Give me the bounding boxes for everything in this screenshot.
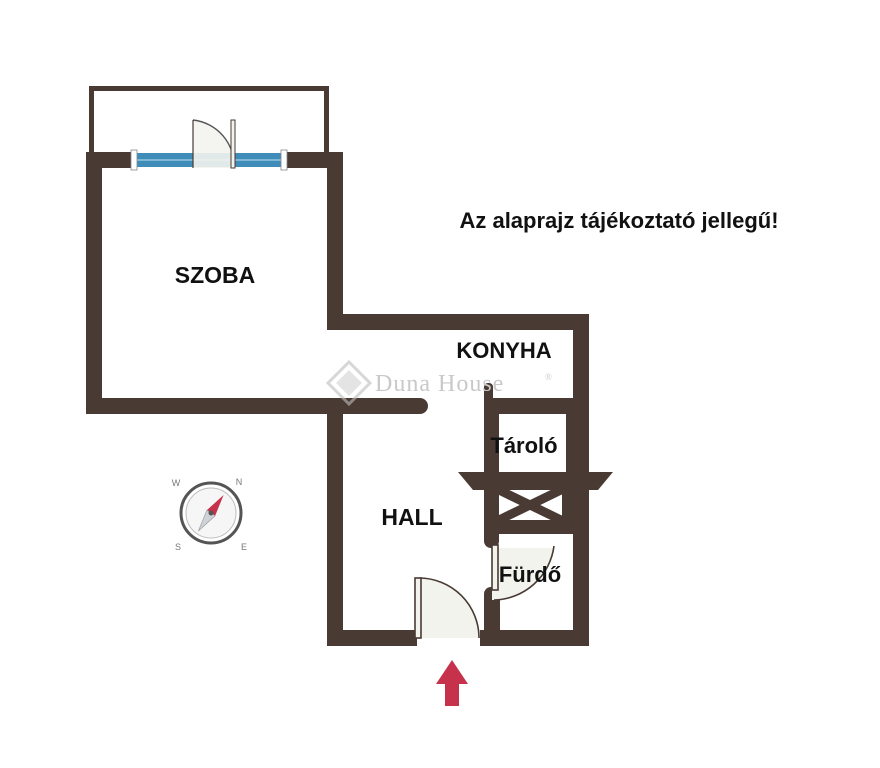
entrance-door	[414, 577, 480, 639]
compass-w-label: W	[172, 478, 181, 488]
balcony	[89, 86, 329, 157]
watermark-registered: ®	[545, 372, 553, 382]
compass-n-label: N	[236, 477, 243, 487]
storage-cabinet	[458, 472, 613, 534]
compass-e-label: E	[241, 542, 247, 552]
compass-s-label: S	[175, 542, 181, 552]
disclaimer-notice: Az alaprajz tájékoztató jellegű!	[459, 208, 778, 233]
room-label-furdo: Fürdő	[499, 562, 561, 587]
watermark-text: Duna House	[375, 371, 504, 397]
compass-icon: N E S W	[172, 477, 247, 552]
balcony-door	[192, 119, 236, 169]
room-label-szoba: SZOBA	[175, 262, 256, 288]
duna-house-logo-icon	[325, 359, 373, 407]
room-label-konyha: KONYHA	[456, 338, 551, 363]
room-label-hall: HALL	[381, 504, 442, 530]
entrance-arrow-icon	[436, 660, 468, 706]
room-label-tarolo: Tároló	[490, 433, 557, 458]
bathroom-door	[491, 544, 555, 601]
